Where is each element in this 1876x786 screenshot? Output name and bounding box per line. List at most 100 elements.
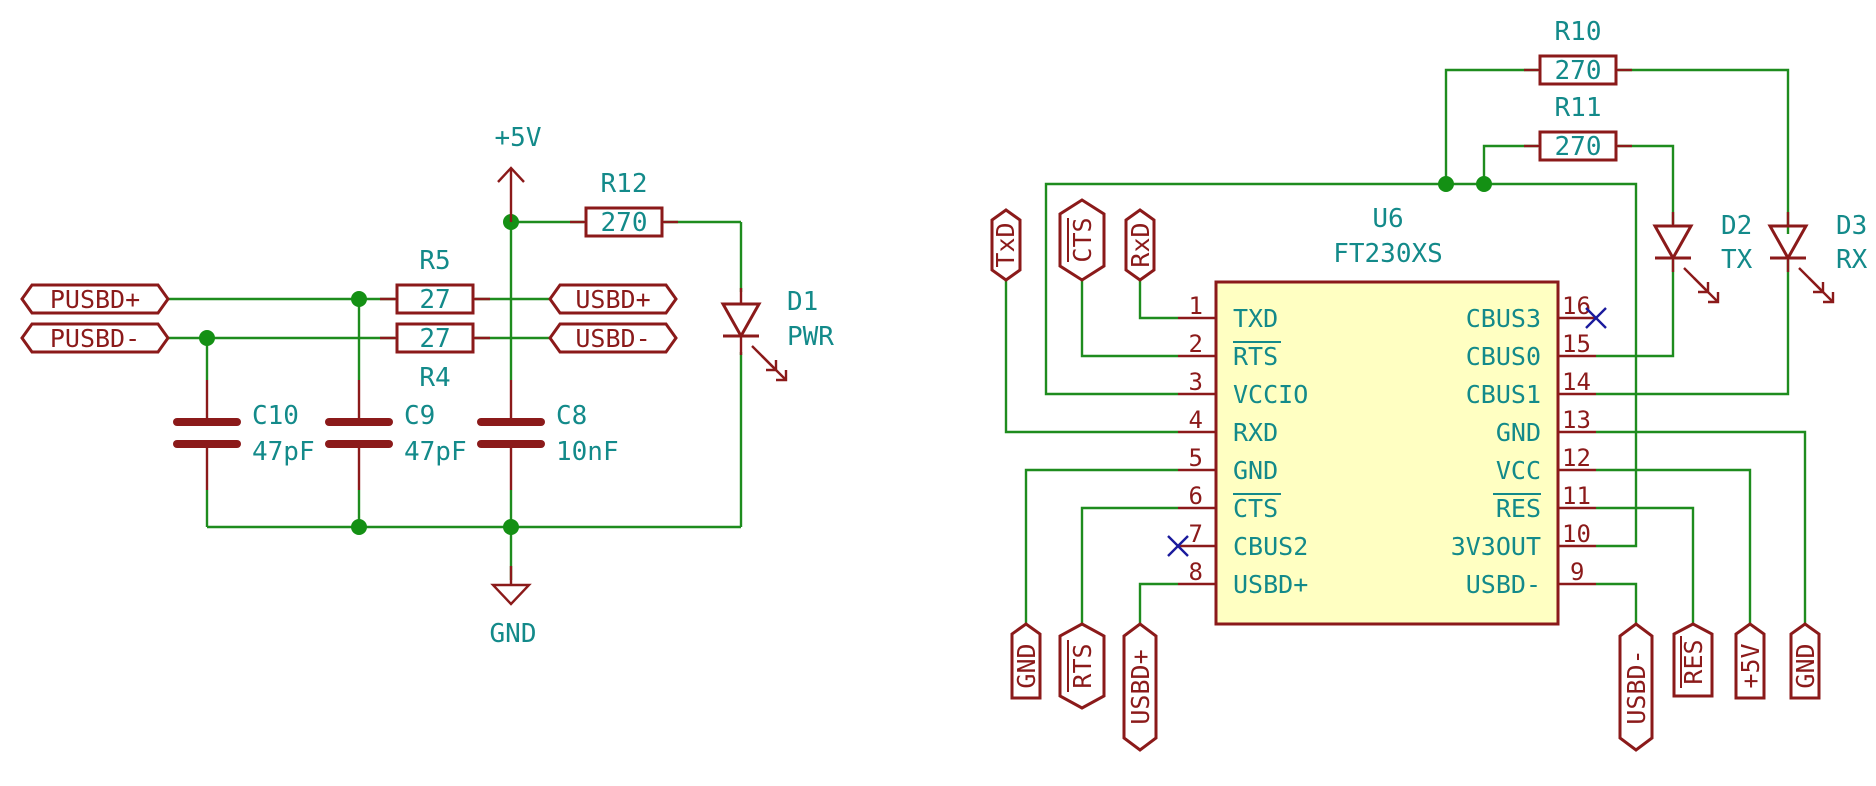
capacitor-c10: C10 47pF	[173, 380, 315, 490]
d2-ref: D2	[1721, 211, 1752, 241]
cts-top-text: CTS	[1068, 217, 1097, 262]
d2-value: TX	[1721, 245, 1753, 275]
pin-12-number: 12	[1562, 444, 1591, 472]
d1-ref: D1	[787, 287, 818, 317]
resistor-r5: R5 27	[380, 246, 490, 315]
r10-ref: R10	[1555, 17, 1602, 47]
pin-12-name: VCC	[1496, 456, 1541, 485]
c10-value: 47pF	[252, 437, 315, 467]
junction-c9	[351, 291, 367, 307]
pin-13-number: 13	[1562, 406, 1591, 434]
r10-value: 270	[1555, 56, 1602, 86]
power-5v-label: +5V	[495, 123, 542, 153]
5v-bottom-text: +5V	[1736, 643, 1765, 688]
r5-value: 27	[419, 285, 450, 315]
pusbd-plus-text: PUSBD+	[50, 285, 140, 314]
d1-value: PWR	[787, 322, 834, 352]
pin-16-number: 16	[1562, 292, 1591, 320]
u6-ref: U6	[1372, 204, 1403, 234]
r12-ref: R12	[601, 169, 648, 199]
pin-10-number: 10	[1562, 520, 1591, 548]
pin-16-name: CBUS3	[1466, 304, 1541, 333]
u6-chip-body	[1214, 280, 1560, 626]
net-label-usbd-plus: USBD+	[548, 283, 678, 315]
left-circuit: +5V GND R12 270 R5 27 2	[20, 123, 834, 649]
rxd-text: RxD	[1126, 222, 1155, 267]
pin-8-number: 8	[1189, 558, 1203, 586]
r4-ref: R4	[419, 363, 450, 393]
c9-value: 47pF	[404, 437, 467, 467]
pin-1-number: 1	[1189, 292, 1203, 320]
net-label-5v-bottom: +5V	[1734, 622, 1766, 700]
pin-15-name: CBUS0	[1466, 342, 1541, 371]
pin-14-name: CBUS1	[1466, 380, 1541, 409]
led-d2: D2 TX	[1652, 211, 1753, 304]
pin-8-name: USBD+	[1233, 570, 1308, 599]
capacitor-c9: C9 47pF	[325, 380, 467, 490]
resistor-r4: 27 R4	[380, 322, 490, 393]
net-label-pusbd-minus: PUSBD-	[20, 322, 170, 354]
pin-10-name: 3V3OUT	[1451, 532, 1541, 561]
pin-7-number: 7	[1189, 520, 1203, 548]
pin-6-name: CTS	[1233, 494, 1278, 523]
pin-11-name: RES	[1496, 494, 1541, 523]
net-label-txd: TxD	[990, 208, 1022, 282]
pin-9-number: 9	[1570, 558, 1584, 586]
junction-gnd-c8	[503, 519, 519, 535]
pin-11-number: 11	[1562, 482, 1591, 510]
net-label-res: RES	[1672, 622, 1714, 698]
net-label-rxd: RxD	[1124, 208, 1156, 282]
net-label-rts-bottom: RTS	[1058, 622, 1106, 710]
res-text: RES	[1679, 639, 1708, 684]
junction-c10	[199, 330, 215, 346]
c8-value: 10nF	[556, 437, 619, 467]
txd-text: TxD	[991, 222, 1020, 267]
u6-right-pins: 16 CBUS3 15 CBUS0 14 CBUS1 13 GND 12 VCC…	[1451, 292, 1591, 599]
led-d1: D1 PWR	[720, 287, 834, 382]
usbd-minus-bottom-text: USBD-	[1622, 649, 1651, 724]
c8-ref: C8	[556, 401, 587, 431]
gnd-bottom-left-text: GND	[1012, 643, 1041, 688]
net-label-usbd-minus: USBD-	[548, 322, 678, 354]
junction-r11	[1476, 176, 1492, 192]
no-connect-pin-16	[1585, 307, 1607, 329]
pin-3-name: VCCIO	[1233, 380, 1308, 409]
right-wires	[1004, 68, 1807, 624]
resistor-r12: R12 270	[570, 169, 678, 238]
pin-4-name: RXD	[1233, 418, 1278, 447]
net-label-gnd-bottom-right: GND	[1789, 622, 1821, 700]
usbd-plus-text: USBD+	[575, 285, 650, 314]
right-circuit: U6 FT230XS 1 TXD 2	[990, 17, 1868, 752]
pin-7-name: CBUS2	[1233, 532, 1308, 561]
u6-left-pins: 1 TXD 2 RTS 3 VCCIO 4 RXD 5 GND 6 CTS 7 …	[1189, 292, 1309, 599]
pin-2-name: RTS	[1233, 342, 1278, 371]
c10-ref: C10	[252, 401, 299, 431]
net-label-pusbd-plus: PUSBD+	[20, 283, 170, 315]
pin-9-name: USBD-	[1466, 570, 1541, 599]
r5-ref: R5	[419, 246, 450, 276]
net-label-usbd-plus-bottom: USBD+	[1122, 622, 1158, 752]
junction-gnd-c9	[351, 519, 367, 535]
gnd-bottom-right-text: GND	[1791, 643, 1820, 688]
r12-value: 270	[601, 208, 648, 238]
c9-ref: C9	[404, 401, 435, 431]
gnd-label: GND	[490, 619, 537, 649]
junction-r10	[1438, 176, 1454, 192]
pin-6-number: 6	[1189, 482, 1203, 510]
pin-2-number: 2	[1189, 330, 1203, 358]
net-label-gnd-bottom-left: GND	[1010, 622, 1042, 700]
usbd-plus-bottom-text: USBD+	[1126, 649, 1155, 724]
pin-14-number: 14	[1562, 368, 1591, 396]
pin-13-name: GND	[1496, 418, 1541, 447]
resistor-r11: R11 270	[1524, 93, 1632, 162]
pin-15-number: 15	[1562, 330, 1591, 358]
net-label-usbd-minus-bottom: USBD-	[1618, 622, 1654, 752]
pin-5-number: 5	[1189, 444, 1203, 472]
r11-value: 270	[1555, 132, 1602, 162]
u6-left-pin-stubs	[1178, 316, 1216, 586]
resistor-r10: R10 270	[1524, 17, 1632, 86]
r4-value: 27	[419, 324, 450, 354]
d3-value: RX	[1836, 245, 1868, 275]
